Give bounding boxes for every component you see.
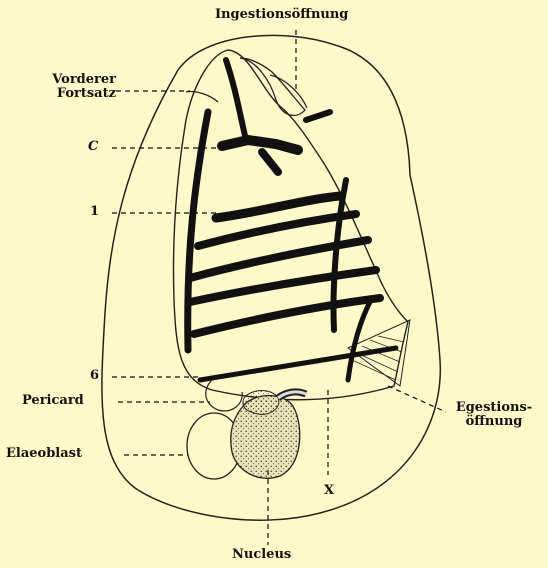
label-egestion-line2: öffnung <box>448 415 540 429</box>
head-lobe <box>270 75 307 108</box>
label-vorderer-line1: Vorderer <box>20 73 116 87</box>
label-vorderer-line2: Fortsatz <box>20 87 116 101</box>
pericard-outline <box>206 380 242 411</box>
label-nucleus: Nucleus <box>232 548 291 562</box>
muscle-bands <box>188 60 396 380</box>
label-x: X <box>324 484 334 498</box>
label-vorderer-fortsatz: Vorderer Fortsatz <box>20 73 116 101</box>
label-egestion-line1: Egestions- <box>448 401 540 415</box>
band-c <box>222 140 298 150</box>
band-6 <box>200 348 396 380</box>
label-ingestionsoffnung: Ingestionsöffnung <box>215 8 348 22</box>
band-1 <box>216 196 340 218</box>
label-6: 6 <box>90 369 99 383</box>
label-c: C <box>88 140 98 154</box>
ingestion-aperture <box>240 58 305 115</box>
top-band <box>226 60 246 140</box>
label-elaeoblast: Elaeoblast <box>6 447 82 461</box>
label-1: 1 <box>90 205 99 219</box>
nucleus-upper-lobe <box>243 391 279 415</box>
label-pericard: Pericard <box>22 394 84 408</box>
label-egestionsoffnung: Egestions- öffnung <box>448 401 540 429</box>
